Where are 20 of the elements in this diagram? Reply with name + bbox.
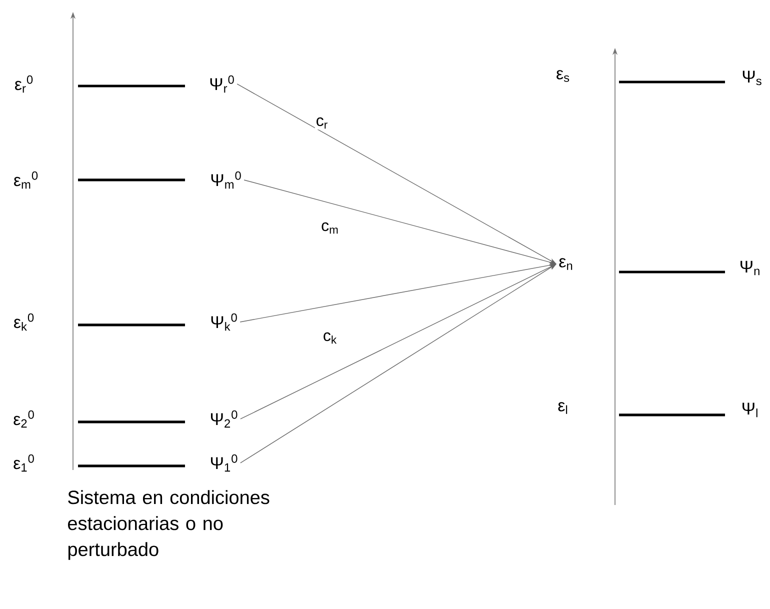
energy-label: ε$_{2}$0 [14,410,34,428]
edge-label: c$_{m}$ [320,221,340,235]
energy-label: ε$_{k}$0 [14,313,34,331]
energy-label: ε$_{m}$0 [14,171,38,189]
edge-label: c$_{k}$ [322,331,338,345]
edge-label: c$_{r}$ [314,116,330,130]
energy-label: Ψ$_{n}$ [740,260,760,276]
energy-label: Ψ$_{l}$ [742,402,758,418]
energy-label: ε$_{s}$ [556,70,570,82]
state-label: Ψ$_{k}$0 [211,313,237,331]
state-label: Ψ$_{m}$0 [211,171,241,189]
caption-text: Sistema en condiciones estacionarias o no perturbado [68,490,270,560]
state-label: ε$_{n}$ [559,258,572,270]
state-label: Ψ$_{1}$0 [211,454,238,472]
energy-label: ε$_{1}$0 [14,454,34,472]
state-label: Ψ$_{r}$0 [210,75,234,93]
energy-label: Ψ$_{s}$ [742,70,762,86]
energy-label: ε$_{l}$ [558,402,568,414]
state-label: Ψ$_{2}$0 [211,410,238,428]
energy-label: ε$_{r}$0 [15,75,33,93]
